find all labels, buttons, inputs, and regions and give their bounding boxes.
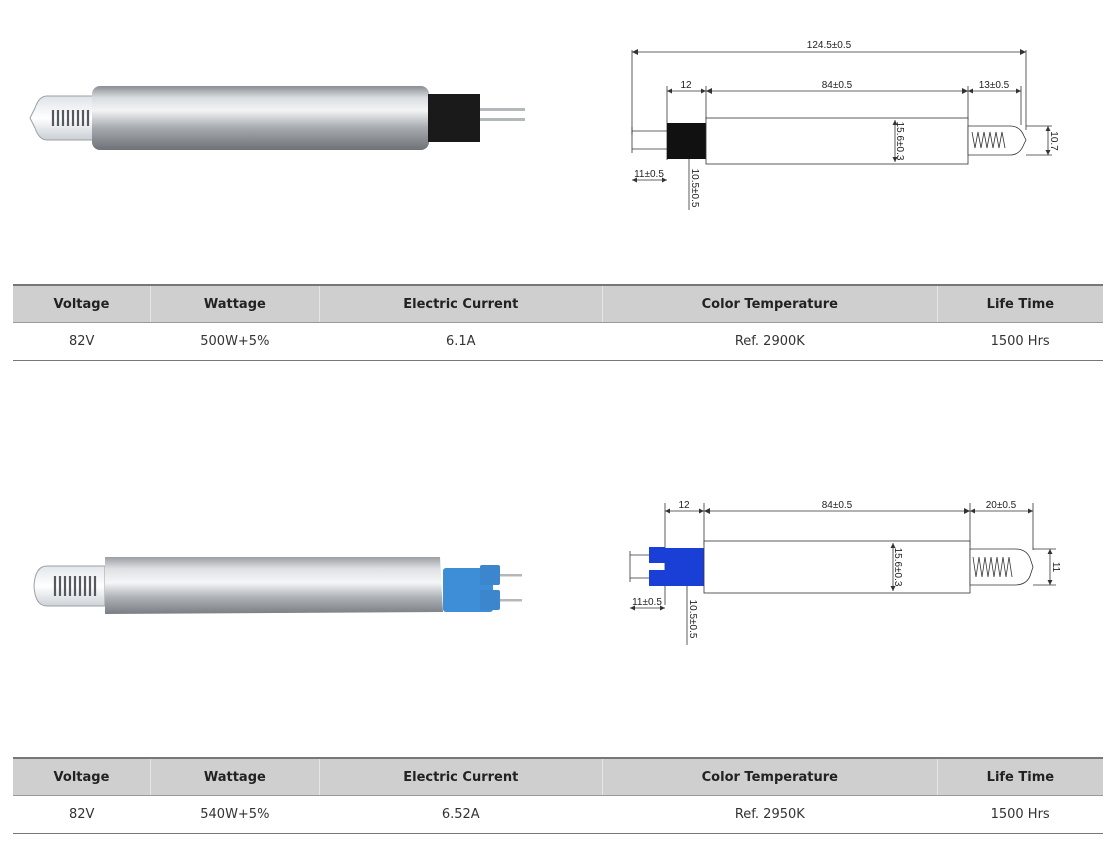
dim-base-height-2: 10.5±0.5: [687, 600, 698, 639]
spec-table-2: Voltage Wattage Electric Current Color T…: [13, 757, 1103, 834]
dim-overall-length: 124.5±0.5: [807, 40, 852, 51]
dim-pin-length: 11±0.5: [634, 169, 664, 180]
dim-bulb-length-2: 20±0.5: [986, 500, 1017, 511]
cell-life-time: 1500 Hrs: [937, 795, 1103, 834]
cell-electric-current: 6.1A: [319, 322, 603, 361]
dim-bulb-length: 13±0.5: [979, 80, 1010, 91]
dim-body-length: 84±0.5: [822, 80, 853, 91]
dimension-drawing-2: 12 84±0.5 20±0.5 15.6±0.3: [629, 500, 1061, 645]
cell-color-temperature: Ref. 2900K: [602, 322, 938, 361]
dimension-drawing-1: 124.5±0.5 12 84±0.5 13±0.5 15.6±0.3: [631, 40, 1059, 210]
header-electric-current: Electric Current: [318, 757, 603, 796]
filament-coil-1: [51, 110, 90, 126]
spec-table-header: Voltage Wattage Electric Current Color T…: [13, 284, 1103, 323]
dim-bulb-diameter-2: 11: [1050, 562, 1061, 573]
header-voltage: Voltage: [13, 284, 151, 323]
metal-tube-1: [92, 86, 429, 150]
pin-bottom-1: [480, 118, 525, 121]
dim-base-height: 10.5±0.5: [689, 169, 700, 208]
dim-body-length-2: 84±0.5: [822, 500, 853, 511]
metal-tube-2: [105, 557, 443, 614]
cell-electric-current: 6.52A: [319, 795, 603, 834]
header-voltage: Voltage: [13, 757, 151, 796]
spec-table-1: Voltage Wattage Electric Current Color T…: [13, 284, 1103, 361]
header-electric-current: Electric Current: [318, 284, 603, 323]
cell-voltage: 82V: [13, 795, 151, 834]
header-wattage: Wattage: [149, 284, 320, 323]
header-color-temperature: Color Temperature: [601, 284, 938, 323]
lamp-photo-1: [29, 86, 525, 150]
dim-pin-length-2: 11±0.5: [632, 597, 662, 608]
drawing-base-1: [667, 123, 706, 159]
cell-color-temperature: Ref. 2950K: [602, 795, 938, 834]
dim-bulb-diameter: 10.7: [1048, 131, 1059, 151]
cell-wattage: 500W+5%: [150, 322, 320, 361]
product-1: 124.5±0.5 12 84±0.5 13±0.5 15.6±0.3: [0, 0, 1113, 370]
lamp-photo-2: [33, 557, 522, 614]
dim-base-length: 12: [680, 80, 692, 91]
pin-bottom-2: [500, 599, 522, 602]
cell-wattage: 540W+5%: [150, 795, 320, 834]
cell-life-time: 1500 Hrs: [937, 322, 1103, 361]
pin-top-2: [500, 574, 522, 577]
header-wattage: Wattage: [149, 757, 320, 796]
header-life-time: Life Time: [936, 284, 1103, 323]
ceramic-base-1: [428, 94, 480, 142]
dim-base-length-2: 12: [678, 500, 690, 511]
filament-coil-2: [53, 576, 97, 596]
cell-voltage: 82V: [13, 322, 151, 361]
table-row: 82V 500W+5% 6.1A Ref. 2900K 1500 Hrs: [13, 322, 1103, 361]
table-row: 82V 540W+5% 6.52A Ref. 2950K 1500 Hrs: [13, 795, 1103, 834]
dim-body-diameter-2: 15.6±0.3: [892, 548, 903, 587]
header-color-temperature: Color Temperature: [601, 757, 938, 796]
spec-table-header: Voltage Wattage Electric Current Color T…: [13, 757, 1103, 796]
pin-top-1: [480, 108, 525, 111]
drawing-base-2: [649, 547, 704, 586]
header-life-time: Life Time: [936, 757, 1103, 796]
dim-body-diameter: 15.6±0.3: [894, 122, 905, 161]
